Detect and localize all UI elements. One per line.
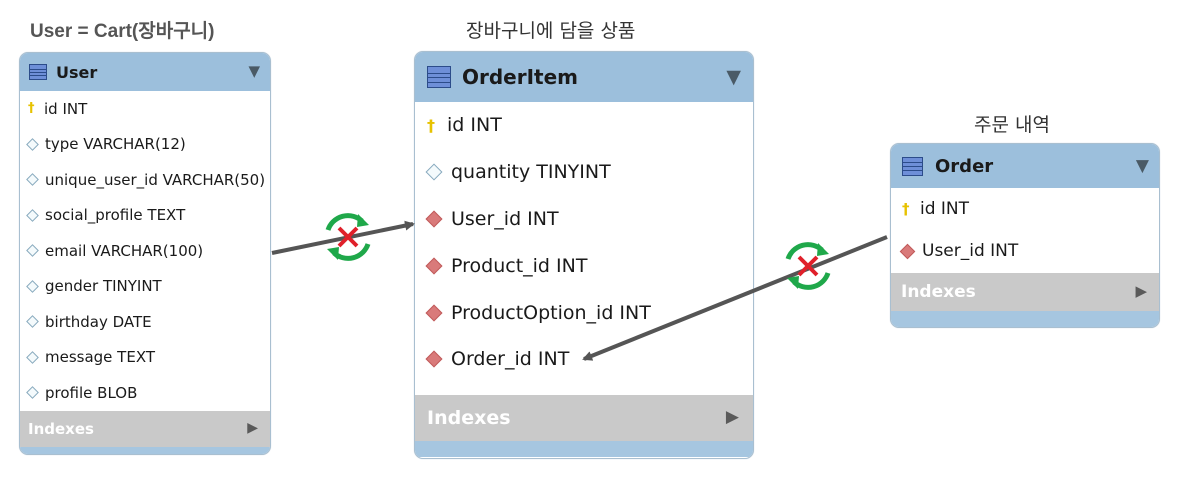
table-icon [902, 156, 923, 176]
caption-user-cart: User = Cart(장바구니) [30, 21, 215, 42]
triangle-right-icon[interactable]: ▶ [1135, 282, 1147, 300]
caption-order: 주문 내역 [974, 114, 1050, 136]
column-row[interactable]: Order_id INT [415, 336, 753, 383]
column-list: † id INT quantity TINYINT User_id INT Produc… [415, 102, 753, 383]
table-footer [891, 311, 1159, 327]
table-icon [29, 64, 47, 80]
column-list: † id INT type VARCHAR(12) unique_user_id VA… [20, 91, 270, 411]
table-footer [20, 446, 270, 454]
column-label: email VARCHAR(100) [45, 241, 204, 260]
column-row[interactable]: † id INT [415, 102, 753, 149]
table-footer [415, 440, 753, 457]
indexes-label: Indexes [427, 406, 511, 429]
column-row[interactable]: birthday DATE [20, 304, 270, 340]
table-header[interactable]: OrderItem ▼ [415, 52, 753, 102]
column-label: User_id INT [922, 241, 1019, 261]
table-header[interactable]: Order ▼ [891, 144, 1159, 188]
indexes-label: Indexes [28, 419, 94, 438]
column-label: quantity TINYINT [451, 161, 611, 184]
table-order[interactable]: Order ▼ † id INT User_id INT Indexes ▶ [890, 143, 1160, 328]
triangle-down-icon[interactable]: ▼ [1135, 156, 1149, 176]
triangle-down-icon[interactable]: ▼ [726, 66, 741, 88]
column-row[interactable]: profile BLOB [20, 375, 270, 411]
column-label: User_id INT [451, 207, 559, 230]
triangle-right-icon[interactable]: ▶ [247, 419, 258, 436]
column-label: profile BLOB [45, 383, 138, 402]
triangle-down-icon[interactable]: ▼ [248, 62, 260, 80]
column-label: gender TINYINT [45, 277, 162, 296]
column-row[interactable]: User_id INT [415, 196, 753, 243]
column-row[interactable]: User_id INT [891, 230, 1159, 272]
column-row[interactable]: type VARCHAR(12) [20, 127, 270, 163]
table-name: Order [935, 155, 994, 177]
indexes-section[interactable]: Indexes ▶ [20, 410, 270, 447]
column-row[interactable]: gender TINYINT [20, 269, 270, 305]
column-label: id INT [44, 99, 88, 118]
column-row[interactable]: ProductOption_id INT [415, 289, 753, 336]
cycle-with-cross-icon [325, 213, 371, 261]
table-name: User [56, 62, 98, 82]
key-icon: † [902, 200, 910, 218]
column-row[interactable]: social_profile TEXT [20, 198, 270, 234]
table-icon [427, 66, 451, 88]
relation-order-orderitem[interactable] [582, 235, 888, 361]
column-row[interactable]: † id INT [891, 188, 1159, 230]
relation-user-orderitem[interactable] [271, 213, 415, 261]
cycle-with-cross-icon [785, 242, 831, 290]
caption-orderitem: 장바구니에 담을 상품 [466, 20, 636, 42]
table-header[interactable]: User ▼ [20, 53, 270, 91]
relation-arrow[interactable] [582, 235, 888, 361]
table-orderitem[interactable]: OrderItem ▼ † id INT quantity TINYINT User_… [414, 51, 754, 459]
table-user[interactable]: User ▼ † id INT type VARCHAR(12) unique_use… [19, 52, 271, 455]
column-label: type VARCHAR(12) [45, 135, 186, 154]
column-row[interactable]: quantity TINYINT [415, 149, 753, 196]
column-label: birthday DATE [45, 312, 152, 331]
indexes-section[interactable]: Indexes ▶ [891, 273, 1159, 311]
column-label: ProductOption_id INT [451, 301, 651, 324]
column-label: unique_user_id VARCHAR(50) [45, 170, 266, 189]
indexes-section[interactable]: Indexes ▶ [415, 394, 753, 441]
table-name: OrderItem [462, 65, 579, 89]
column-row[interactable]: message TEXT [20, 340, 270, 376]
column-label: Product_id INT [451, 254, 588, 277]
column-label: id INT [920, 199, 970, 219]
triangle-right-icon[interactable]: ▶ [725, 406, 739, 427]
column-row[interactable]: † id INT [20, 91, 270, 127]
key-icon: † [28, 101, 35, 117]
column-label: social_profile TEXT [45, 206, 186, 225]
column-row[interactable]: unique_user_id VARCHAR(50) [20, 162, 270, 198]
column-label: message TEXT [45, 348, 155, 367]
relation-arrow[interactable] [271, 220, 415, 255]
column-row[interactable]: email VARCHAR(100) [20, 233, 270, 269]
column-label: Order_id INT [451, 348, 570, 371]
column-row[interactable]: Product_id INT [415, 242, 753, 289]
key-icon: † [427, 115, 435, 135]
column-list: † id INT User_id INT [891, 188, 1159, 272]
column-label: id INT [447, 114, 502, 137]
indexes-label: Indexes [901, 282, 976, 302]
